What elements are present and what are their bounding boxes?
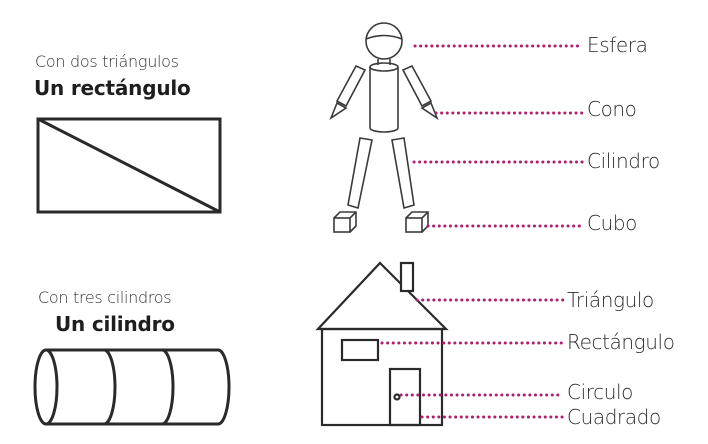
label-circulo: Circulo bbox=[567, 380, 633, 404]
rectangle-title: Un rectángulo bbox=[34, 76, 191, 100]
label-cilindro: Cilindro bbox=[587, 149, 660, 173]
label-esfera: Esfera bbox=[587, 33, 648, 57]
rectangle-figure bbox=[36, 117, 222, 214]
label-cono: Cono bbox=[587, 97, 637, 121]
robot-figure bbox=[329, 22, 439, 233]
label-triangulo: Triángulo bbox=[567, 288, 654, 312]
cylinder-title: Un cilindro bbox=[55, 312, 175, 336]
cylinder-subtitle: Con tres cilindros bbox=[38, 288, 172, 307]
rectangle-subtitle: Con dos triángulos bbox=[35, 52, 179, 71]
cylinder-figure bbox=[33, 348, 231, 426]
leader-lines bbox=[380, 44, 585, 419]
label-cubo: Cubo bbox=[587, 211, 637, 235]
house-figure bbox=[315, 261, 449, 427]
label-cuadrado: Cuadrado bbox=[567, 405, 661, 429]
label-rectangulo: Rectángulo bbox=[567, 330, 675, 354]
